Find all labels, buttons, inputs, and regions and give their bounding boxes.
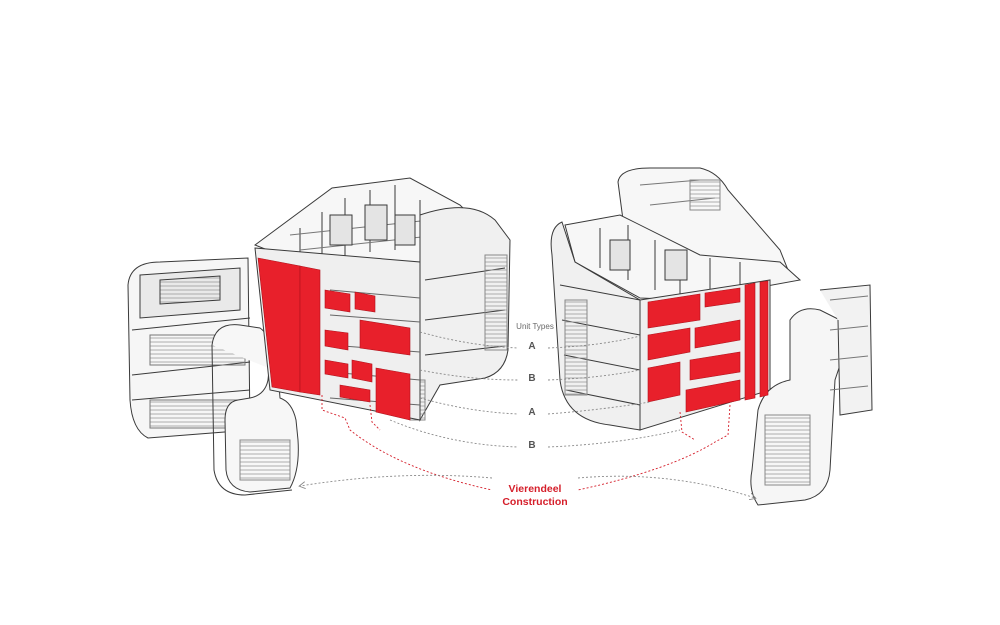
left-vierendeel-panels xyxy=(257,257,411,421)
unit-label-2: B xyxy=(528,373,536,384)
vierendeel-label-line2: Construction xyxy=(502,496,568,508)
unit-label-3: A xyxy=(528,407,536,418)
unit-label-1: A xyxy=(528,341,536,352)
vierendeel-label-line1: Vierendeel xyxy=(508,483,562,495)
unit-label-4: B xyxy=(528,440,536,451)
vierendeel-construction-label: Vierendeel Construction xyxy=(470,483,600,509)
vierendeel-leaders xyxy=(321,395,731,491)
ground-arrows xyxy=(300,474,755,498)
right-vierendeel-panels xyxy=(647,280,769,413)
unit-type-connectors xyxy=(389,331,681,448)
unit-types-title: Unit Types xyxy=(516,322,554,331)
